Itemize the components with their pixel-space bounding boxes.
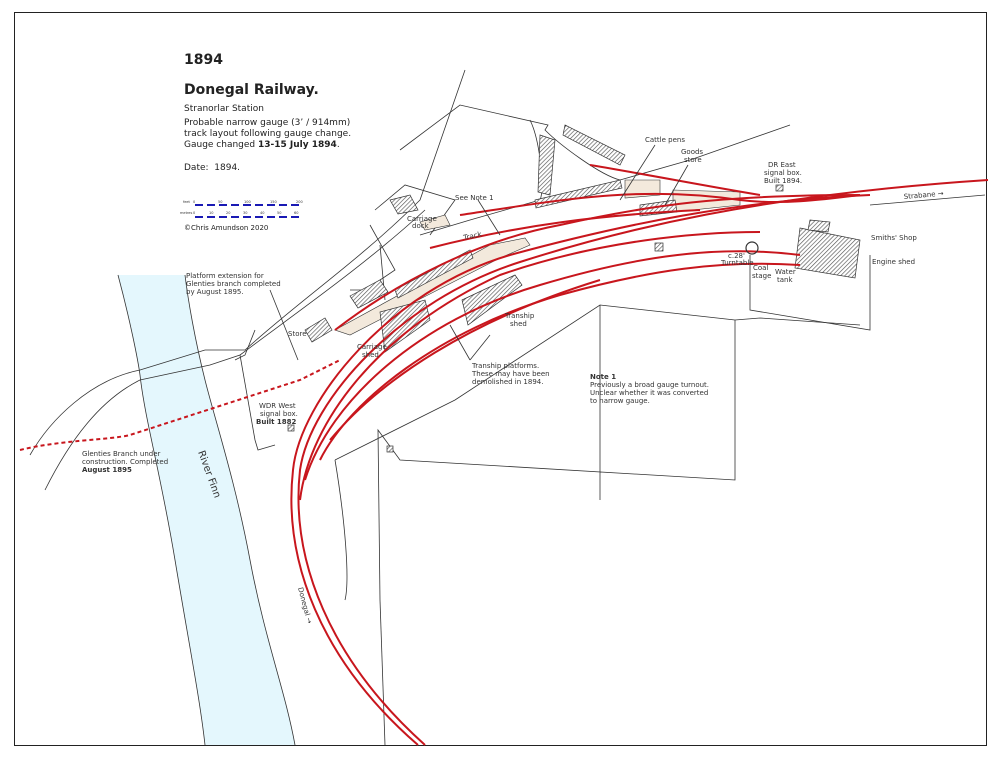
svg-text:0: 0 <box>193 211 195 215</box>
description-text: Gauge changed <box>184 140 258 150</box>
map-date: Date: 1894. <box>184 163 241 173</box>
svg-text:Glenties branch completed: Glenties branch completed <box>186 280 281 288</box>
svg-text:Glenties Branch under: Glenties Branch under <box>82 450 161 458</box>
svg-text:dock: dock <box>412 222 430 230</box>
river-finn <box>118 275 295 745</box>
svg-text:Store: Store <box>288 330 307 338</box>
svg-text:Note 1: Note 1 <box>590 373 616 381</box>
svg-text:demolished in 1894.: demolished in 1894. <box>472 378 543 386</box>
map-frame <box>14 12 987 746</box>
svg-text:store: store <box>684 156 702 164</box>
svg-text:Previously a broad gauge turno: Previously a broad gauge turnout. <box>590 381 709 389</box>
svg-text:40: 40 <box>260 211 264 215</box>
glenties-branch <box>19 359 341 451</box>
svg-text:signal box.: signal box. <box>260 410 298 418</box>
svg-text:Strabane →: Strabane → <box>903 190 944 201</box>
turntable <box>745 241 759 255</box>
svg-text:by August 1895.: by August 1895. <box>186 288 244 296</box>
svg-text:to narrow gauge.: to narrow gauge. <box>590 397 650 405</box>
svg-text:Engine shed: Engine shed <box>872 258 915 266</box>
svg-text:Cattle pens: Cattle pens <box>645 136 685 144</box>
svg-text:Track: Track <box>462 230 483 242</box>
svg-text:construction. Completed: construction. Completed <box>82 458 168 466</box>
svg-text:0: 0 <box>193 200 195 204</box>
river-bank-west <box>117 274 206 746</box>
svg-text:stage: stage <box>752 272 771 280</box>
svg-text:Carriage: Carriage <box>407 215 437 223</box>
svg-text:50: 50 <box>277 211 281 215</box>
svg-text:Built 1882: Built 1882 <box>256 418 297 426</box>
svg-text:DR East: DR East <box>768 161 796 169</box>
svg-text:100: 100 <box>244 200 251 204</box>
description-line: Probable narrow gauge (3’ / 914mm) <box>184 118 351 128</box>
svg-text:Unclear whether it was convert: Unclear whether it was converted <box>590 389 708 397</box>
svg-text:Coal: Coal <box>753 264 768 272</box>
svg-text:c.28': c.28' <box>728 252 745 260</box>
svg-text:150: 150 <box>270 200 277 204</box>
svg-text:50: 50 <box>218 200 222 204</box>
svg-text:Tranship: Tranship <box>504 312 535 320</box>
svg-text:Smiths' Shop: Smiths' Shop <box>871 234 917 242</box>
map-title: Donegal Railway. <box>184 82 319 98</box>
svg-text:20: 20 <box>226 211 230 215</box>
year-heading: 1894 <box>184 52 223 68</box>
description-line: Gauge changed 13-15 July 1894. <box>184 140 351 151</box>
svg-text:Turntable: Turntable <box>720 259 754 267</box>
svg-text:10: 10 <box>209 211 213 215</box>
svg-text:WDR West: WDR West <box>259 402 296 410</box>
svg-text:tank: tank <box>777 276 793 284</box>
copyright: ©Chris Amundson 2020 <box>184 224 269 232</box>
svg-text:60: 60 <box>294 211 298 215</box>
svg-text:30: 30 <box>243 211 247 215</box>
svg-text:shed: shed <box>510 320 527 328</box>
svg-text:Goods: Goods <box>681 148 703 156</box>
gauge-change-date: 13-15 July 1894 <box>258 140 337 150</box>
svg-text:See Note 1: See Note 1 <box>455 194 494 202</box>
svg-text:feet: feet <box>183 200 191 204</box>
svg-text:200: 200 <box>296 200 303 204</box>
tracks <box>19 164 989 746</box>
leader-lines <box>269 144 689 361</box>
svg-text:metres: metres <box>180 211 192 215</box>
svg-text:Built 1894.: Built 1894. <box>764 177 802 185</box>
svg-text:These may have been: These may have been <box>471 370 550 378</box>
svg-text:Tranship platforms.: Tranship platforms. <box>471 362 539 370</box>
map-description: Probable narrow gauge (3’ / 914mm) track… <box>184 118 351 151</box>
map-labels: Cattle pens Goods store DR East signal b… <box>82 136 944 625</box>
svg-text:shed: shed <box>362 351 379 359</box>
svg-text:Platform extension for: Platform extension for <box>186 272 264 280</box>
svg-text:Donegal →: Donegal → <box>296 586 313 624</box>
description-line: track layout following gauge change. <box>184 129 352 139</box>
buildings <box>287 124 861 453</box>
svg-text:Carriage: Carriage <box>357 343 387 351</box>
river-bank-east <box>184 274 296 746</box>
svg-text:August 1895: August 1895 <box>82 466 132 474</box>
map-subtitle: Stranorlar Station <box>184 104 264 114</box>
scale-bar: feet metres 0 50 100 150 200 0 10 20 30 … <box>180 200 303 218</box>
svg-text:Water: Water <box>775 268 796 276</box>
svg-text:signal box.: signal box. <box>764 169 802 177</box>
description-text: . <box>336 140 340 150</box>
